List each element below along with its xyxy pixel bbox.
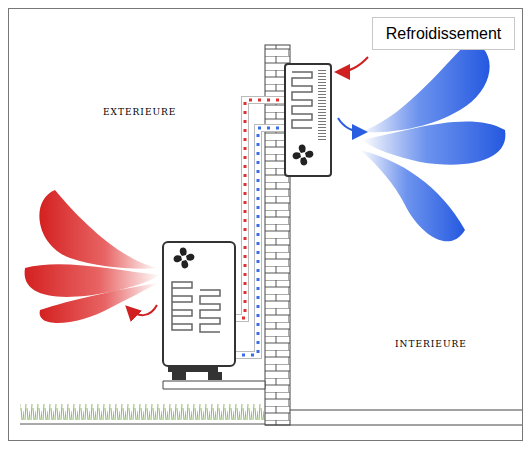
box-text: Refroidissement	[386, 25, 502, 43]
region-label: INTERIEURE	[395, 339, 467, 349]
title-box: Refroidissement	[372, 17, 515, 50]
region-label: EXTERIEURE	[103, 107, 176, 117]
